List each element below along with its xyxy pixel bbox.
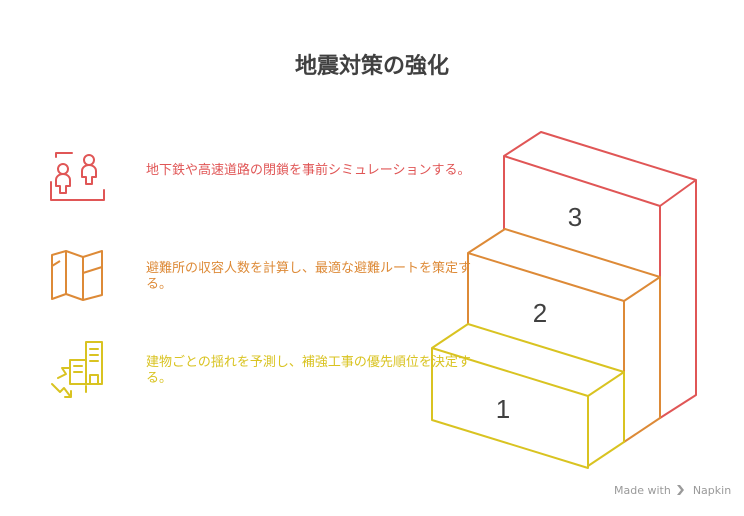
napkin-logo-icon	[677, 485, 685, 495]
step-1	[431, 323, 625, 469]
step-2-label: 2	[533, 298, 547, 328]
page-title: 地震対策の強化	[294, 54, 449, 79]
step-3-label: 3	[568, 202, 582, 232]
watermark: Made with Napkin	[614, 484, 731, 497]
map-icon	[51, 250, 103, 301]
item-3-text: 建物ごとの揺れを予測し、補強工事の優先順位を決定する。	[146, 355, 471, 386]
people-icon	[50, 152, 105, 201]
watermark-made-with: Made with	[614, 484, 671, 497]
step-1-label: 1	[496, 394, 510, 424]
item-1-text: 地下鉄や高速道路の閉鎖を事前シミュレーションする。	[146, 163, 471, 178]
building-shake-icon	[51, 341, 103, 398]
item-2-text: 避難所の収容人数を計算し、最適な避難ルートを策定する。	[146, 261, 472, 292]
step-3	[503, 131, 697, 419]
watermark-brand: Napkin	[692, 484, 732, 497]
